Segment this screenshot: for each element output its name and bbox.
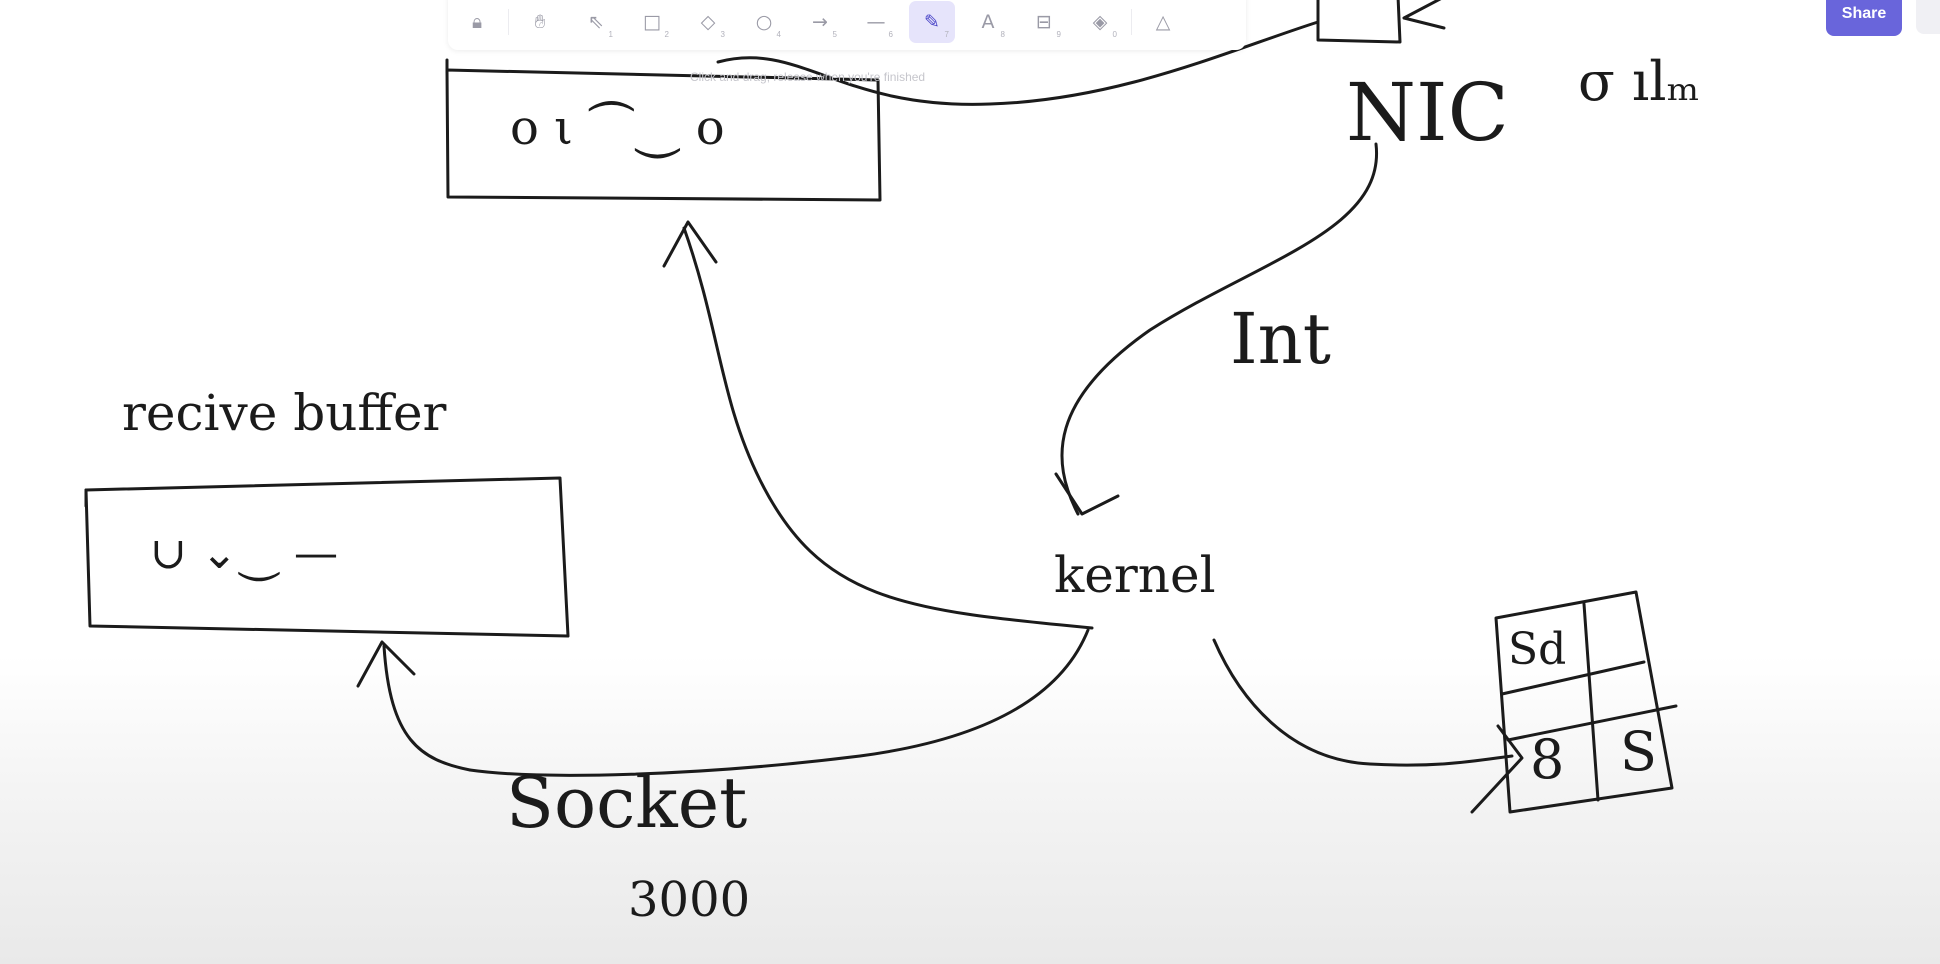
share-button[interactable]: Share <box>1826 0 1902 36</box>
socket-label: Socket <box>506 762 748 844</box>
receive-buffer-text: ∪ ⌄⏝ — <box>150 528 338 579</box>
table-h-line-1 <box>1500 660 1646 696</box>
table-cell-0: Sd <box>1508 624 1567 675</box>
nic-to-kernel-curve <box>1060 142 1378 516</box>
nic-bits-label: σ ılₘ <box>1578 50 1700 113</box>
eraser-tool-icon[interactable]: ◈0 <box>1092 11 1117 39</box>
library-button[interactable] <box>1916 0 1940 34</box>
receive-buffer-box <box>84 476 570 638</box>
kernel-label: kernel <box>1054 546 1216 604</box>
table-outline <box>1494 590 1674 814</box>
line-tool-icon[interactable]: —6 <box>866 11 894 39</box>
socket-to-buffer-arrowhead <box>356 640 416 688</box>
nic-wire <box>716 20 1320 106</box>
table-cell-2: 8 <box>1530 728 1565 791</box>
nic-to-kernel-arrowhead <box>1054 472 1120 516</box>
kernel-to-socket-curve <box>468 628 1090 777</box>
socket-to-buffer-curve <box>382 644 472 772</box>
nic-label: NIC <box>1346 66 1509 159</box>
table-v-line <box>1582 602 1600 802</box>
lock-icon[interactable]: 🔒︎ <box>471 11 483 33</box>
nic-square <box>1316 0 1402 44</box>
int-label: Int <box>1230 298 1331 380</box>
top-buffer-text: o ι ⏜⏝ o <box>510 100 725 156</box>
nic-square-arrow <box>1402 0 1446 30</box>
kernel-to-table-curve <box>1212 638 1514 767</box>
top-buffer-box <box>445 68 882 202</box>
kernel-to-top-arrowhead <box>662 220 718 268</box>
toolbar-divider <box>1131 9 1132 35</box>
toolbar-divider <box>508 9 509 35</box>
selection-tool-icon[interactable]: ⇖1 <box>588 11 613 39</box>
image-tool-icon[interactable]: ⊟9 <box>1036 11 1061 39</box>
more-tools-icon[interactable]: △ <box>1155 11 1171 33</box>
draw-hint-text: Click and drag, release when you're fini… <box>690 70 926 84</box>
diamond-tool-icon[interactable]: ◇3 <box>700 11 725 39</box>
socket-port-label: 3000 <box>628 872 751 928</box>
receive-buffer-label: recive buffer <box>122 384 447 442</box>
hand-icon[interactable]: ✋︎ <box>534 11 546 33</box>
table-cell-3: S <box>1620 720 1657 783</box>
draw-tool-icon[interactable]: ✎7 <box>909 1 955 43</box>
kernel-to-top-curve <box>682 226 1094 630</box>
ellipse-tool-icon[interactable]: ○4 <box>755 11 781 39</box>
arrow-tool-icon[interactable]: →5 <box>812 11 837 39</box>
rectangle-tool-icon[interactable]: □2 <box>643 11 669 39</box>
